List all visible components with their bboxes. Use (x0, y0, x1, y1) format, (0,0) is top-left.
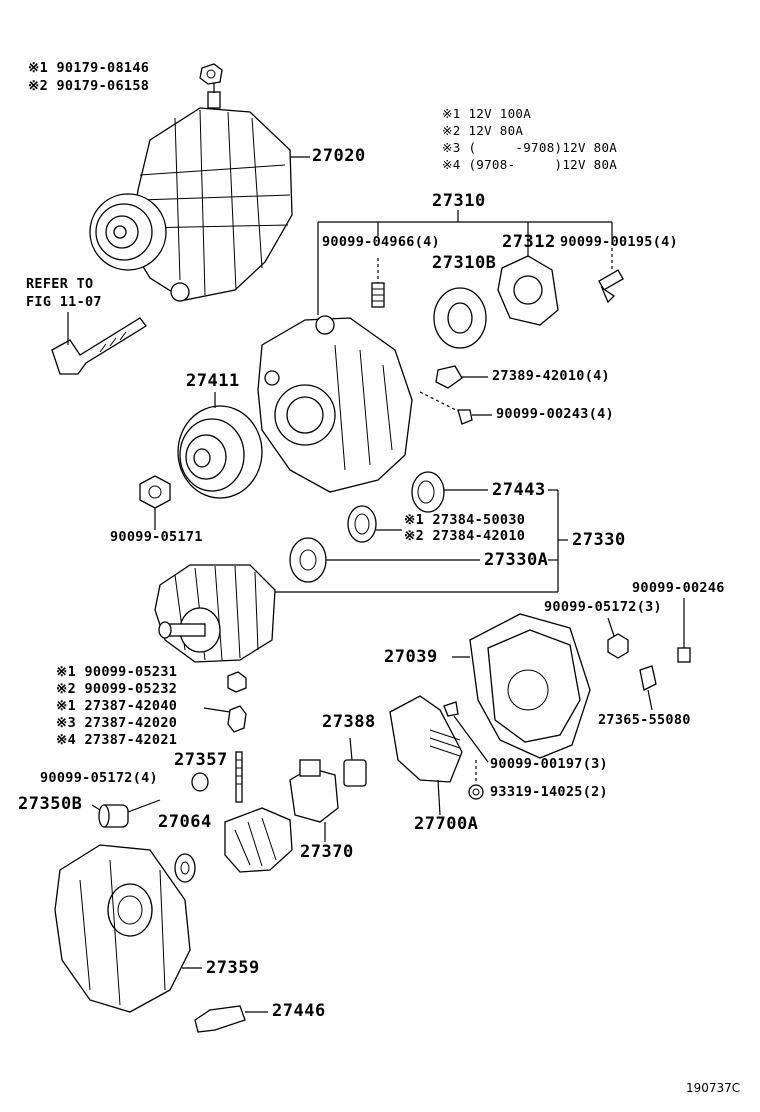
label-screw-00197[interactable]: 90099-00197(3) (490, 756, 608, 772)
nut-05172-3-icon[interactable] (607, 617, 629, 659)
label-nut-05172-4[interactable]: 90099-05172(4) (40, 770, 158, 786)
label-ins-42020[interactable]: ※3 27387-42020 (56, 715, 178, 731)
alternator-assembly-icon[interactable] (89, 82, 293, 302)
label-insulator-27389[interactable]: 27389-42010(4) (492, 368, 610, 384)
regulator-27700a-icon[interactable] (389, 695, 463, 816)
plate-27312-icon[interactable] (497, 236, 559, 326)
rear-cover-27039-icon[interactable] (452, 613, 591, 759)
label-brush-27370[interactable]: 27370 (300, 842, 354, 862)
nut-00246-icon[interactable] (677, 598, 691, 663)
label-bearing-27330a[interactable]: 27330A (484, 550, 549, 570)
label-bracket-27446[interactable]: 27446 (272, 1001, 326, 1021)
label-frame-27359[interactable]: 27359 (206, 958, 260, 978)
cover-27443-icon[interactable] (411, 471, 488, 513)
screw-00243-icon[interactable] (419, 391, 492, 425)
note-1: ※1 12V 100A (442, 106, 532, 121)
screw-00197-icon[interactable] (443, 701, 489, 763)
label-nut-top-2[interactable]: ※2 90179-06158 (28, 78, 150, 94)
label-regulator-27700a[interactable]: 27700A (414, 814, 479, 834)
label-holder-27388[interactable]: 27388 (322, 712, 376, 732)
insulator-27389-icon[interactable] (435, 365, 488, 389)
label-nut-05231[interactable]: ※1 90099-05231 (56, 664, 178, 680)
screw-00195-icon[interactable] (598, 236, 624, 304)
refer-line-2: FIG 11-07 (26, 294, 102, 310)
rectifier-icon[interactable] (224, 807, 293, 873)
bracket-27446-icon[interactable] (194, 1005, 268, 1033)
brush-holder-27370-icon[interactable] (289, 759, 339, 842)
washer-27064-icon[interactable] (174, 853, 196, 883)
diagram-code: 190737C (686, 1081, 741, 1095)
label-screw-00195[interactable]: 90099-00195(4) (560, 234, 678, 250)
label-screw-04966[interactable]: 90099-04966(4) (322, 234, 440, 250)
note-2: ※2 12V 80A (442, 123, 524, 138)
holder-27388-icon[interactable] (343, 737, 367, 787)
through-bolt-icon[interactable] (51, 317, 147, 375)
label-frame-assy[interactable]: 27310 (432, 191, 486, 211)
label-nut-05171[interactable]: 90099-05171 (110, 529, 203, 545)
insulator-27387-icon[interactable] (203, 705, 247, 733)
rotor-27330-icon[interactable] (154, 564, 276, 663)
bearing-27310b-icon[interactable] (433, 287, 487, 349)
rear-frame-27359-icon[interactable] (54, 844, 202, 1013)
label-p27312[interactable]: 27312 (502, 232, 556, 252)
note-3: ※3 ( -9708)12V 80A (442, 140, 618, 155)
label-ins-42040[interactable]: ※1 27387-42040 (56, 698, 178, 714)
label-nut-00246[interactable]: 90099-00246 (632, 580, 725, 596)
label-cap-27350b[interactable]: 27350B (18, 794, 83, 814)
top-nut-icon[interactable] (199, 63, 223, 85)
label-cover-27443[interactable]: 27443 (492, 480, 546, 500)
label-nut-top-1[interactable]: ※1 90179-08146 (28, 60, 150, 76)
refer-line-1: REFER TO (26, 276, 94, 292)
note-4: ※4 (9708- )12V 80A (442, 157, 618, 172)
label-plate-2[interactable]: ※2 27384-42010 (404, 528, 526, 544)
label-pulley[interactable]: 27411 (186, 371, 240, 391)
label-plate-1[interactable]: ※1 27384-50030 (404, 512, 526, 528)
pulley-27411-icon[interactable] (177, 392, 263, 499)
plate-27384-icon[interactable] (347, 505, 402, 543)
label-nut-05172-3[interactable]: 90099-05172(3) (544, 599, 662, 615)
label-rotor-27330[interactable]: 27330 (572, 530, 626, 550)
cap-27350b-icon[interactable] (91, 799, 161, 828)
label-alternator[interactable]: 27020 (312, 146, 366, 166)
label-screw-00243[interactable]: 90099-00243(4) (496, 406, 614, 422)
label-bearing-27310b[interactable]: 27310B (432, 253, 497, 273)
label-washer-27064[interactable]: 27064 (158, 812, 212, 832)
label-bolt-27357[interactable]: 27357 (174, 750, 228, 770)
washer-93319-icon[interactable] (468, 760, 484, 800)
drive-end-frame-icon[interactable] (257, 315, 413, 493)
nut-05231-icon[interactable] (227, 671, 247, 693)
nut-05171-icon[interactable] (139, 475, 171, 530)
screw-04966-icon[interactable] (371, 258, 385, 308)
bearing-27330a-icon[interactable] (289, 537, 480, 583)
label-nut-05232[interactable]: ※2 90099-05232 (56, 681, 178, 697)
label-cover-27039[interactable]: 27039 (384, 647, 438, 667)
label-terminal-27365[interactable]: 27365-55080 (598, 712, 691, 728)
bolt-27357-icon[interactable] (235, 751, 243, 803)
label-ins-42021[interactable]: ※4 27387-42021 (56, 732, 178, 748)
nut-05172-4-icon[interactable] (191, 772, 209, 792)
terminal-27365-icon[interactable] (639, 665, 657, 711)
label-washer-93319[interactable]: 93319-14025(2) (490, 784, 608, 800)
